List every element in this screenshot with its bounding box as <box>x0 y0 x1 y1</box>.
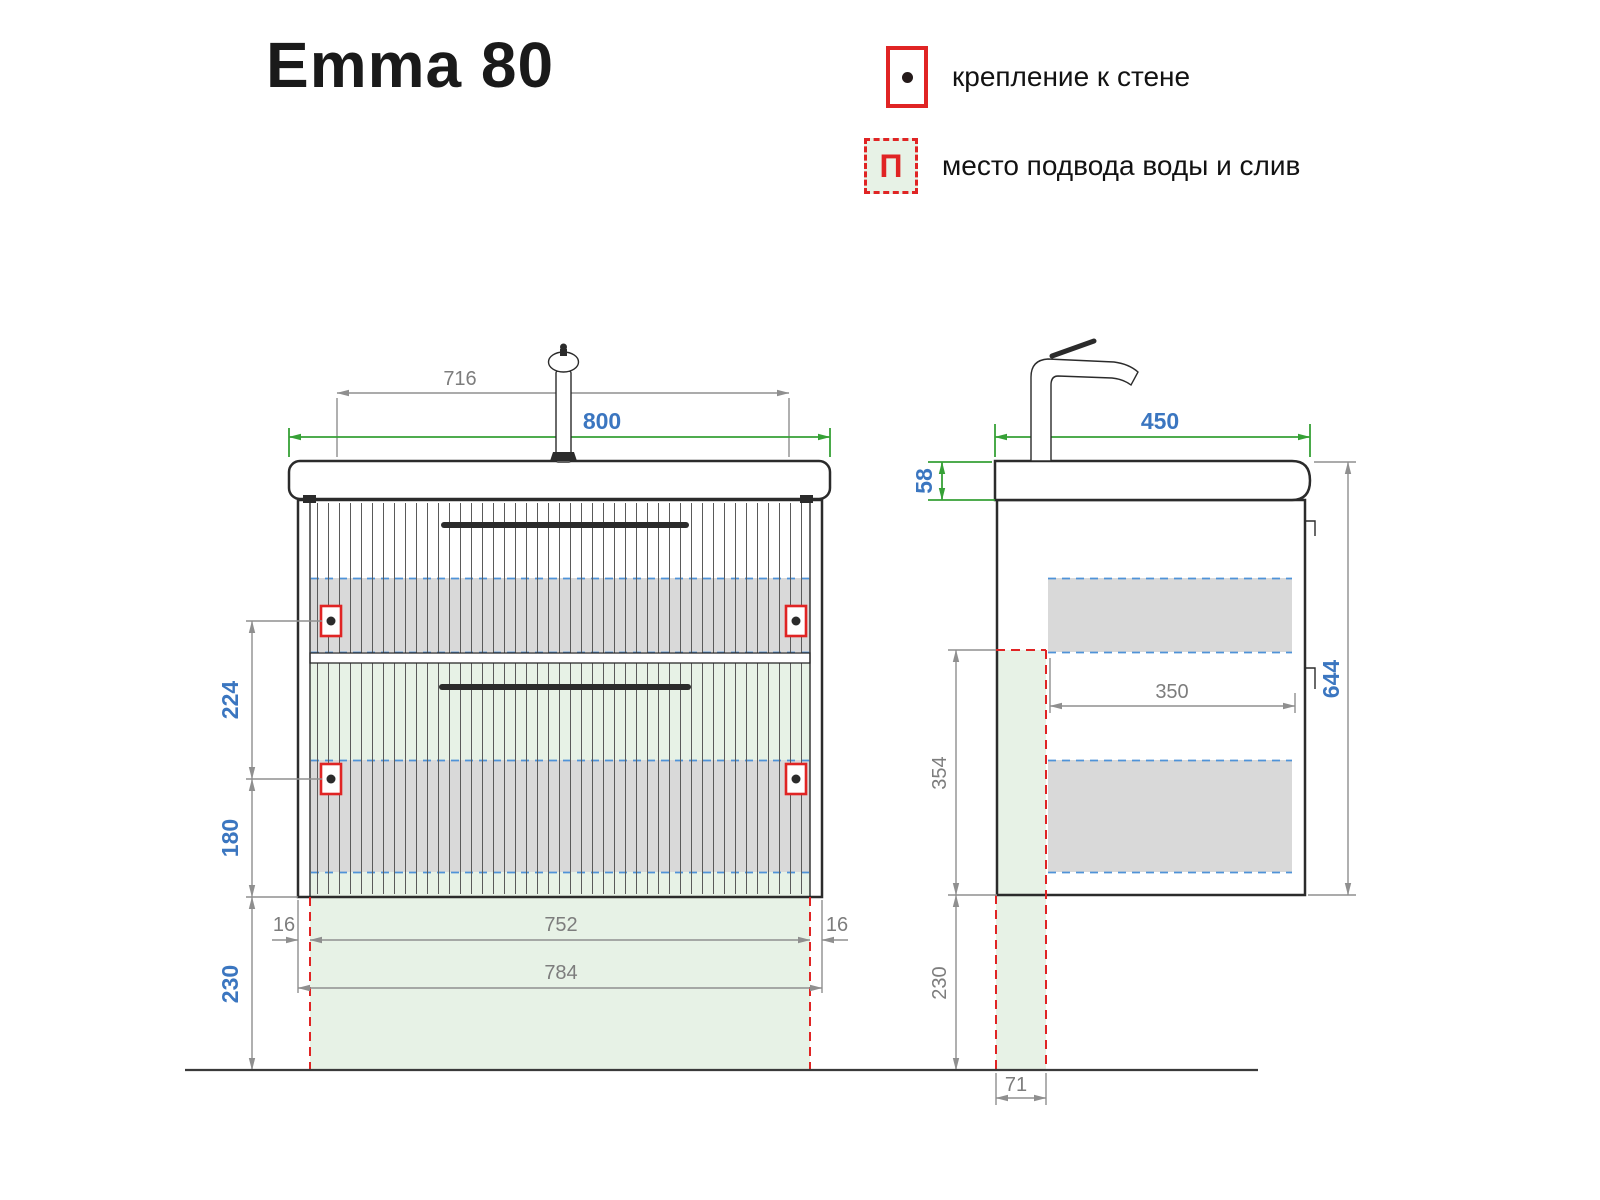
legend-item-water-drain: П место подвода воды и слив <box>864 138 1300 194</box>
legend-label-water-drain: место подвода воды и слив <box>942 150 1301 181</box>
svg-text:350: 350 <box>1155 681 1188 703</box>
wall-mount-point <box>319 762 343 796</box>
drawer-handle-side-top <box>1305 520 1316 536</box>
svg-text:224: 224 <box>217 681 243 720</box>
svg-text:230: 230 <box>929 966 951 999</box>
countertop-front <box>287 459 832 501</box>
svg-text:16: 16 <box>826 914 848 936</box>
svg-text:180: 180 <box>217 819 243 857</box>
dim-inner-depth: 350 <box>1049 658 1296 713</box>
page-title: Emma 80 <box>266 29 555 101</box>
drawer-band-bottom-side <box>1048 760 1292 872</box>
dim-drain-zone-width: 16 752 16 <box>272 900 848 993</box>
svg-text:58: 58 <box>911 468 937 494</box>
drawer-handle-bottom <box>439 684 691 690</box>
fluted-panel-lower <box>312 663 808 894</box>
counter-clip-right <box>800 495 813 503</box>
dim-bottom-clearance-side: 230 <box>929 894 960 1071</box>
dim-mount-row-spacing: 224 <box>217 620 322 780</box>
wall-mount-point <box>319 604 343 638</box>
svg-text:644: 644 <box>1318 660 1344 699</box>
dim-cabinet-height: 644 <box>1308 461 1356 896</box>
wall-mount-point <box>784 604 808 638</box>
faucet-front <box>547 343 580 463</box>
countertop-side <box>993 459 1312 502</box>
water-drain-icon: П <box>864 138 918 194</box>
drawer-divider <box>309 652 811 664</box>
dim-cabinet-width: 784 <box>297 962 823 992</box>
counter-clip-left <box>303 495 316 503</box>
mount-dot <box>901 71 913 83</box>
svg-text:752: 752 <box>544 914 577 936</box>
svg-text:16: 16 <box>273 914 295 936</box>
legend-item-wall-mount: крепление к стене <box>886 46 1190 108</box>
wall-mount-point <box>784 762 808 796</box>
drawer-handle-top <box>441 522 689 528</box>
front-view: 716 800 <box>217 343 848 1071</box>
pi-symbol: П <box>879 148 903 184</box>
water-zone-side <box>996 650 1046 1070</box>
drawer-band-top-side <box>1048 578 1292 652</box>
dim-countertop-height: 58 <box>911 461 995 501</box>
wall-mount-icon <box>886 46 928 108</box>
dim-drain-zone-depth: 71 <box>995 1073 1047 1105</box>
drawer-handle-side-bottom <box>1305 667 1316 689</box>
dim-mount-to-bottom: 180 <box>217 778 298 898</box>
svg-text:354: 354 <box>929 756 951 789</box>
svg-text:716: 716 <box>443 368 476 390</box>
svg-text:800: 800 <box>583 408 621 434</box>
faucet-side <box>1030 338 1139 462</box>
svg-text:450: 450 <box>1141 408 1179 434</box>
dim-bottom-clearance-front: 230 <box>217 896 256 1071</box>
svg-text:784: 784 <box>544 962 577 984</box>
dim-drain-zone-height: 354 <box>929 649 997 896</box>
svg-text:230: 230 <box>217 965 243 1003</box>
side-view: 450 58 644 350 <box>911 338 1356 1105</box>
svg-text:71: 71 <box>1005 1074 1027 1096</box>
legend-label-wall-mount: крепление к стене <box>952 61 1191 92</box>
